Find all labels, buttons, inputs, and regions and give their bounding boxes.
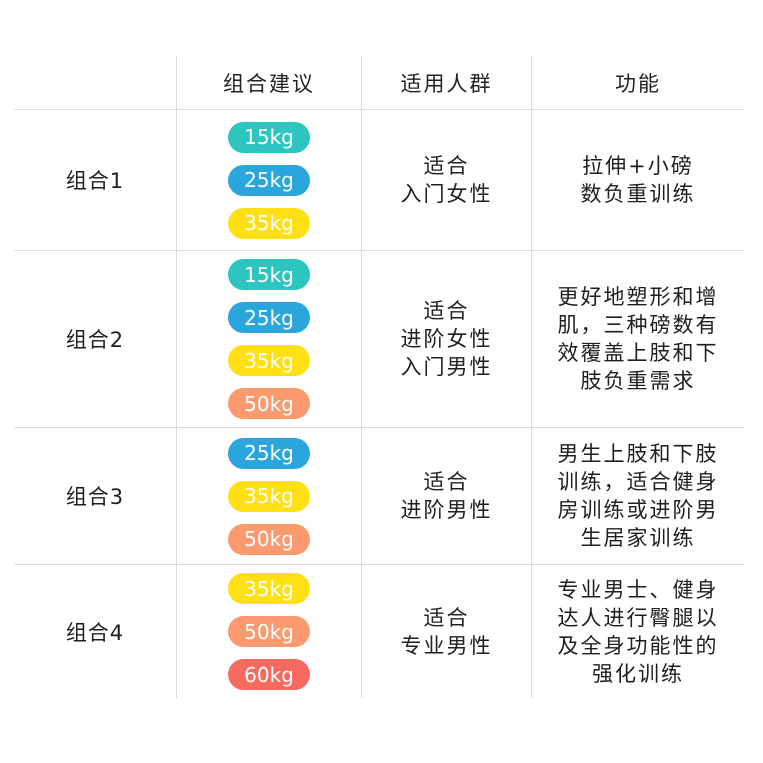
function-line: 生居家训练 — [580, 526, 696, 550]
function-line: 训练，适合健身 — [557, 470, 719, 494]
function-text: 专业男士、健身 达人进行臀腿以 及全身功能性的 强化训练 — [531, 565, 744, 698]
function-line: 房训练或进阶男 — [557, 498, 719, 522]
weight-pill: 50kg — [228, 388, 310, 419]
weight-list: 35kg 50kg 60kg — [176, 565, 361, 698]
audience-line: 适合 — [423, 605, 470, 630]
audience-line: 入门男性 — [400, 355, 493, 379]
weight-pill: 35kg — [228, 480, 310, 512]
audience-line: 适合 — [423, 470, 470, 494]
combo-table: 组合建议 适用人群 功能 组合1 15kg 25kg 35kg 适合 入门女性 … — [14, 56, 744, 698]
function-line: 男生上肢和下肢 — [557, 442, 719, 466]
function-text: 男生上肢和下肢 训练，适合健身 房训练或进阶男 生居家训练 — [531, 428, 744, 564]
function-line: 拉伸+小磅 — [582, 154, 694, 178]
function-line: 专业男士、健身 — [557, 577, 719, 602]
function-line: 强化训练 — [592, 661, 684, 686]
header-row: 组合建议 适用人群 功能 — [14, 56, 744, 110]
weight-list: 15kg 25kg 35kg 50kg — [176, 251, 361, 427]
audience-text: 适合 入门女性 — [361, 110, 531, 250]
function-line: 肌，三种磅数有 — [557, 313, 719, 337]
audience-line: 专业男性 — [400, 633, 493, 658]
function-line: 肢负重需求 — [580, 369, 696, 393]
function-line: 效覆盖上肢和下 — [557, 341, 719, 365]
weight-pill: 35kg — [228, 207, 310, 239]
combo-name: 组合1 — [65, 169, 125, 193]
table-row: 组合2 15kg 25kg 35kg 50kg 适合 进阶女性 入门男性 更好地… — [14, 251, 744, 428]
audience-text: 适合 专业男性 — [361, 565, 531, 698]
function-text: 更好地塑形和增 肌，三种磅数有 效覆盖上肢和下 肢负重需求 — [531, 251, 744, 427]
weight-list: 15kg 25kg 35kg — [176, 110, 361, 250]
weight-pill: 25kg — [228, 302, 310, 333]
function-line: 及全身功能性的 — [557, 633, 719, 658]
function-line: 数负重训练 — [580, 182, 696, 206]
weight-pill: 60kg — [228, 659, 310, 690]
function-text: 拉伸+小磅 数负重训练 — [531, 110, 744, 250]
weight-pill: 25kg — [228, 164, 310, 196]
audience-line: 进阶女性 — [400, 327, 493, 351]
audience-line: 适合 — [423, 154, 470, 178]
weight-pill: 35kg — [228, 573, 310, 604]
table-row: 组合4 35kg 50kg 60kg 适合 专业男性 专业男士、健身 达人进行臀… — [14, 565, 744, 698]
audience-line: 入门女性 — [400, 182, 493, 206]
table-row: 组合1 15kg 25kg 35kg 适合 入门女性 拉伸+小磅 数负重训练 — [14, 110, 744, 251]
header-function: 功能 — [531, 56, 744, 109]
function-line: 达人进行臀腿以 — [557, 605, 719, 630]
audience-text: 适合 进阶男性 — [361, 428, 531, 564]
header-combo: 组合建议 — [176, 56, 361, 109]
header-blank — [14, 56, 176, 109]
weight-pill: 35kg — [228, 345, 310, 376]
audience-text: 适合 进阶女性 入门男性 — [361, 251, 531, 427]
weight-pill: 25kg — [228, 437, 310, 469]
weight-pill: 50kg — [228, 616, 310, 647]
combo-name: 组合4 — [65, 620, 125, 645]
table-row: 组合3 25kg 35kg 50kg 适合 进阶男性 男生上肢和下肢 训练，适合… — [14, 428, 744, 565]
combo-name: 组合2 — [65, 328, 125, 352]
weight-pill: 50kg — [228, 523, 310, 555]
weight-pill: 15kg — [228, 121, 310, 153]
function-line: 更好地塑形和增 — [557, 285, 719, 309]
weight-pill: 15kg — [228, 259, 310, 290]
audience-line: 进阶男性 — [400, 498, 493, 522]
header-audience: 适用人群 — [361, 56, 531, 109]
combo-name: 组合3 — [65, 485, 125, 509]
audience-line: 适合 — [423, 299, 470, 323]
weight-list: 25kg 35kg 50kg — [176, 428, 361, 564]
